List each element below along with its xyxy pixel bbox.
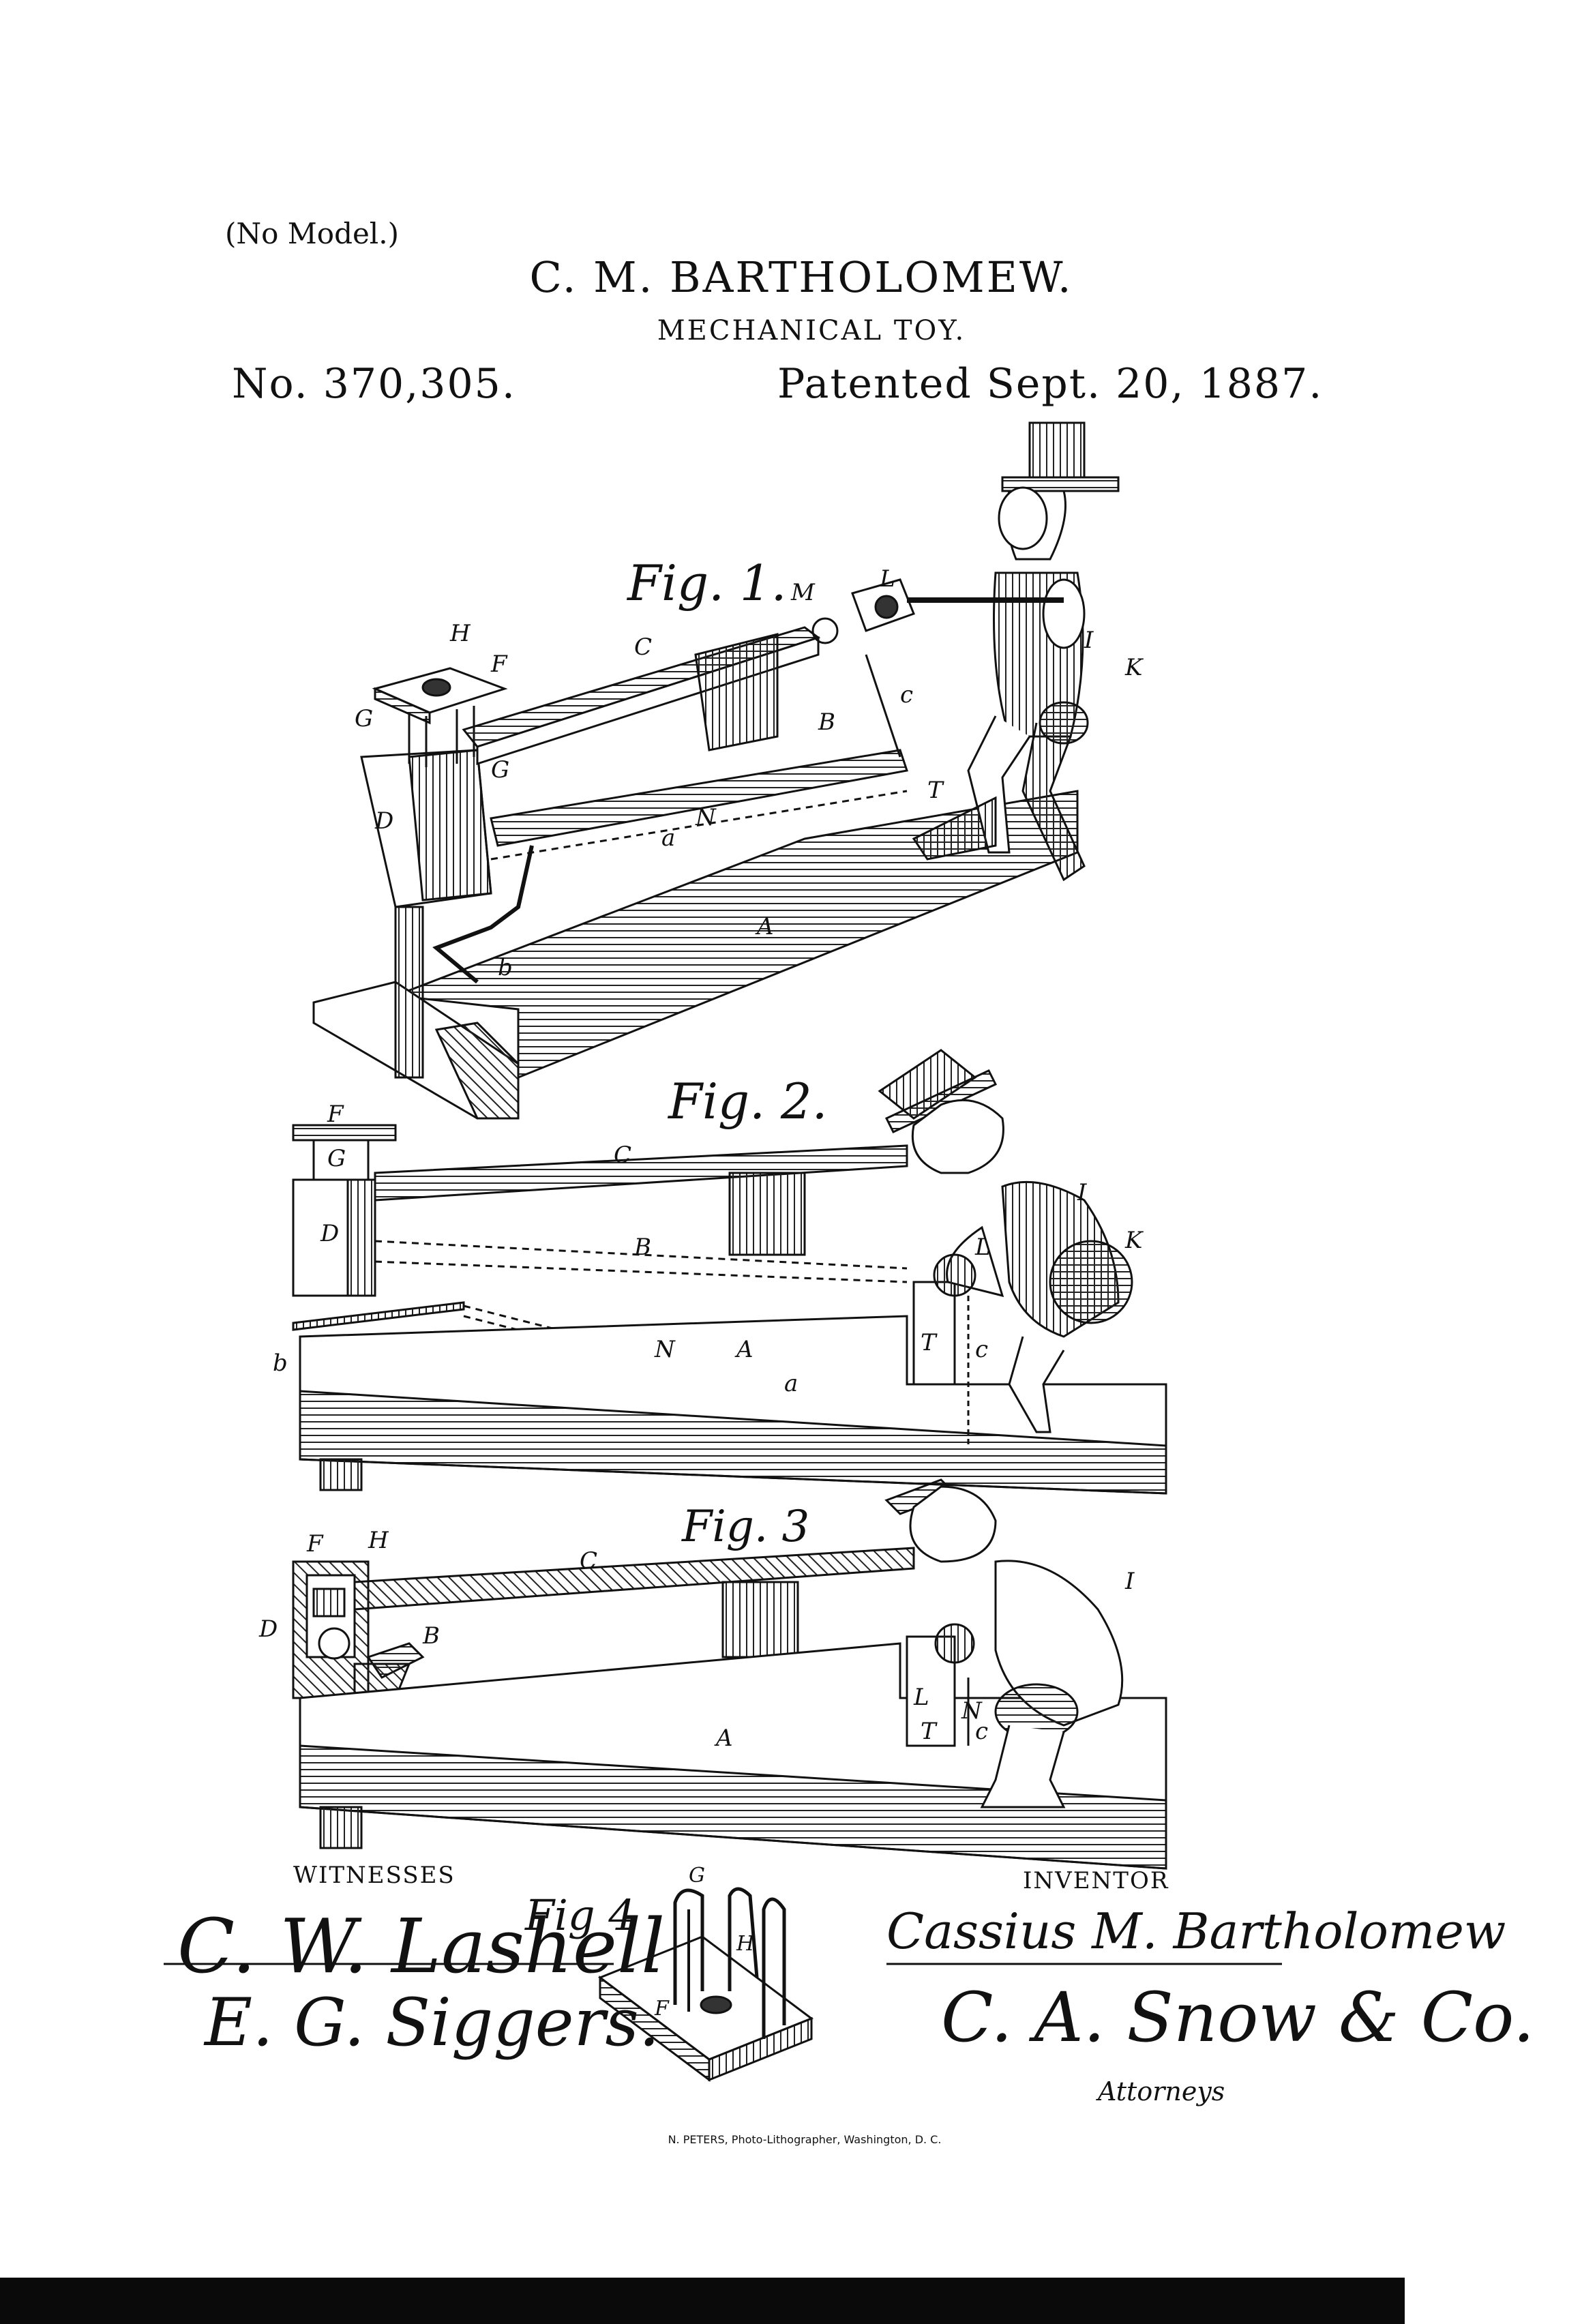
fig2-label: Fig. 2. xyxy=(667,1073,828,1130)
fig3-letter-a: A xyxy=(714,1725,733,1752)
fig1-letter-l: L xyxy=(879,565,895,593)
fig1-letter-d: D xyxy=(374,807,393,835)
lithographer-credit: N. PETERS, Photo-Lithographer, Washingto… xyxy=(668,2133,942,2146)
fig4-letter-f: F xyxy=(654,1997,670,2021)
patent-date: Patented Sept. 20, 1887. xyxy=(777,360,1324,408)
fig2-letter-a-base: A xyxy=(734,1336,753,1363)
fig1-letter-g: G xyxy=(355,705,373,732)
fig3-letter-f: F xyxy=(306,1530,324,1558)
fig2-letter-f: F xyxy=(327,1101,344,1128)
fig1-letter-k: K xyxy=(1124,654,1144,681)
fig2-letter-g: G xyxy=(327,1145,346,1172)
figure-1-labels: Fig. 1. H F G C M L I K c B G D N a T A … xyxy=(355,554,1144,981)
figure-2 xyxy=(292,1049,1167,1495)
fig1-letter-b: B xyxy=(818,709,835,736)
fig2-letter-t: T xyxy=(921,1329,938,1356)
fig1-letter-m: M xyxy=(790,579,816,606)
figure-3 xyxy=(292,1478,1167,1870)
fig1-letter-a-base: A xyxy=(755,913,774,940)
fig2-letter-n: N xyxy=(654,1336,676,1363)
fig3-letter-t: T xyxy=(921,1718,938,1745)
figure-4-labels: Fig 4 G H F xyxy=(524,1864,755,2021)
fig2-letter-c: C xyxy=(614,1142,631,1169)
figure-3-labels: Fig. 3 F H C D B I L N T c A xyxy=(258,1502,1135,1752)
patent-number: No. 370,305. xyxy=(232,360,516,408)
fig1-letter-b-small: b xyxy=(498,954,513,981)
fig3-letter-n: N xyxy=(961,1697,983,1725)
attorneys-label: Attorneys xyxy=(1098,2076,1225,2106)
fig3-letter-i: I xyxy=(1124,1568,1135,1595)
fig2-letter-a: a xyxy=(784,1370,798,1397)
fig1-letter-g2: G xyxy=(491,756,509,784)
inventor-label: INVENTOR xyxy=(1023,1867,1169,1894)
fig4-letter-g: G xyxy=(689,1864,705,1888)
fig1-letter-c: C xyxy=(634,634,652,661)
fig3-letter-d: D xyxy=(258,1615,278,1643)
witness-signature-1: C. W. Lashell xyxy=(177,1903,666,1990)
fig3-letter-h: H xyxy=(368,1527,389,1554)
witness-signature-2: E. G. Siggers. xyxy=(205,1984,660,2061)
fig1-label: Fig. 1. xyxy=(626,554,787,612)
figure-2-labels: Fig. 2. F G C D B I K L b N A a T c xyxy=(273,1073,1144,1397)
fig4-label: Fig 4 xyxy=(524,1890,636,1940)
model-note: (No Model.) xyxy=(225,217,399,250)
fig2-letter-k: K xyxy=(1124,1227,1144,1254)
scan-border xyxy=(0,2278,1405,2324)
fig2-letter-b-small: b xyxy=(273,1350,288,1377)
fig3-letter-l: L xyxy=(913,1684,929,1711)
witnesses-label: WITNESSES xyxy=(293,1862,456,1889)
fig1-letter-t: T xyxy=(927,777,944,804)
fig3-letter-c: C xyxy=(580,1547,597,1575)
fig1-letter-i: I xyxy=(1084,627,1094,654)
figure-1 xyxy=(312,421,1120,1120)
fig1-letter-c-small: c xyxy=(900,681,913,709)
inventor-signature: Cassius M. Bartholomew xyxy=(886,1903,1506,1960)
fig2-letter-l: L xyxy=(974,1234,991,1261)
fig2-letter-b: B xyxy=(633,1234,651,1261)
fig1-letter-f: F xyxy=(490,651,508,678)
fig4-letter-h: H xyxy=(736,1932,755,1956)
fig1-letter-a: a xyxy=(661,824,675,852)
fig2-letter-d: D xyxy=(320,1220,339,1247)
attorney-signature: C. A. Snow & Co. xyxy=(941,1978,1535,2057)
fig2-letter-c-small: c xyxy=(975,1336,988,1363)
fig1-letter-n: N xyxy=(695,804,717,831)
figure-4 xyxy=(597,1887,814,2082)
fig2-letter-i: I xyxy=(1077,1179,1087,1206)
fig1-letter-h: H xyxy=(449,620,471,647)
inventor-name: C. M. BARTHOLOMEW. xyxy=(529,252,1073,302)
fig3-letter-b: B xyxy=(422,1622,440,1650)
patent-title: MECHANICAL TOY. xyxy=(657,315,966,346)
fig3-letter-c-small: c xyxy=(975,1718,988,1745)
fig3-label: Fig. 3 xyxy=(681,1502,809,1552)
